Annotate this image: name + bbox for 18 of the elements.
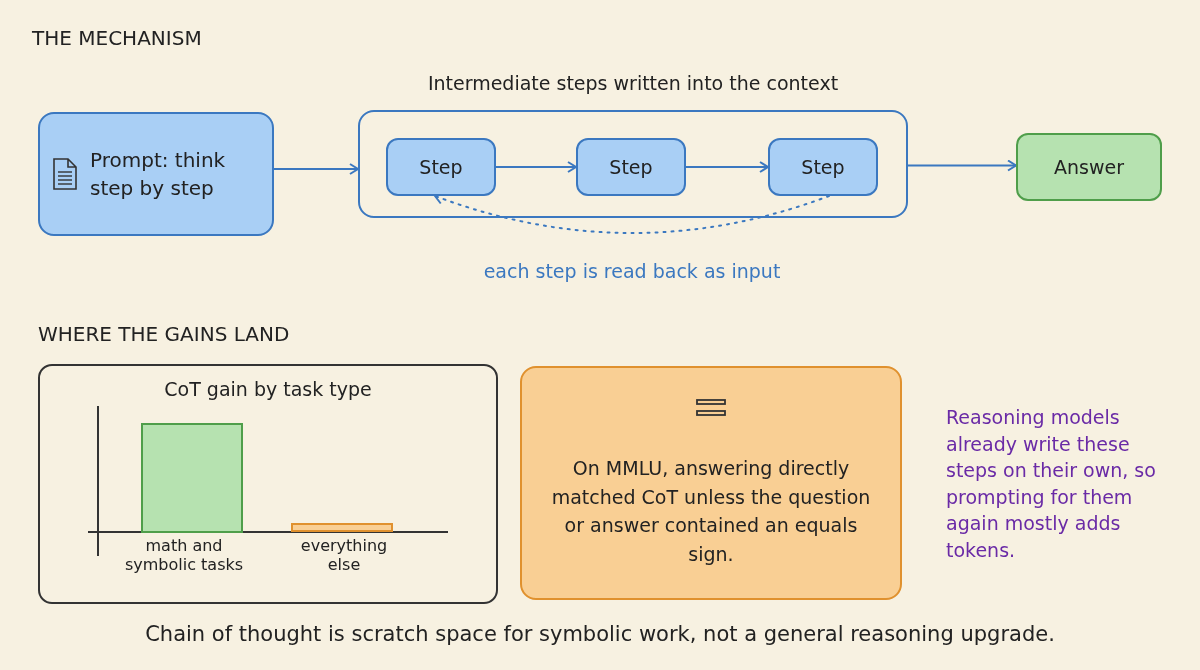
section-heading: THE MECHANISM	[32, 26, 202, 50]
arrow	[495, 161, 577, 173]
section-heading: WHERE THE GAINS LAND	[38, 322, 290, 346]
answer-box: Answer	[1016, 133, 1162, 201]
note-text: On MMLU, answering directly matched CoT unless the question or answer contained an equals sign.	[550, 456, 872, 567]
arrow	[907, 159, 1017, 172]
step-box: Step	[768, 138, 878, 196]
arrow	[273, 163, 359, 175]
category-label: everything else	[299, 536, 389, 574]
prompt-box: Prompt: think step by step	[38, 112, 274, 236]
side-note: Reasoning models already write these steps on their own, so prompting for them again mostly adds tokens.	[946, 405, 1157, 563]
group-title: Intermediate steps written into the context	[426, 72, 840, 94]
chart-title: CoT gain by task type	[163, 378, 373, 400]
step-box: Step	[386, 138, 496, 196]
caption: Chain of thought is scratch space for symbolic work, not a general reasoning upgrade.	[144, 622, 1056, 646]
category-label: math and symbolic tasks	[123, 536, 245, 574]
arrow	[685, 161, 769, 173]
step-box: Step	[576, 138, 686, 196]
